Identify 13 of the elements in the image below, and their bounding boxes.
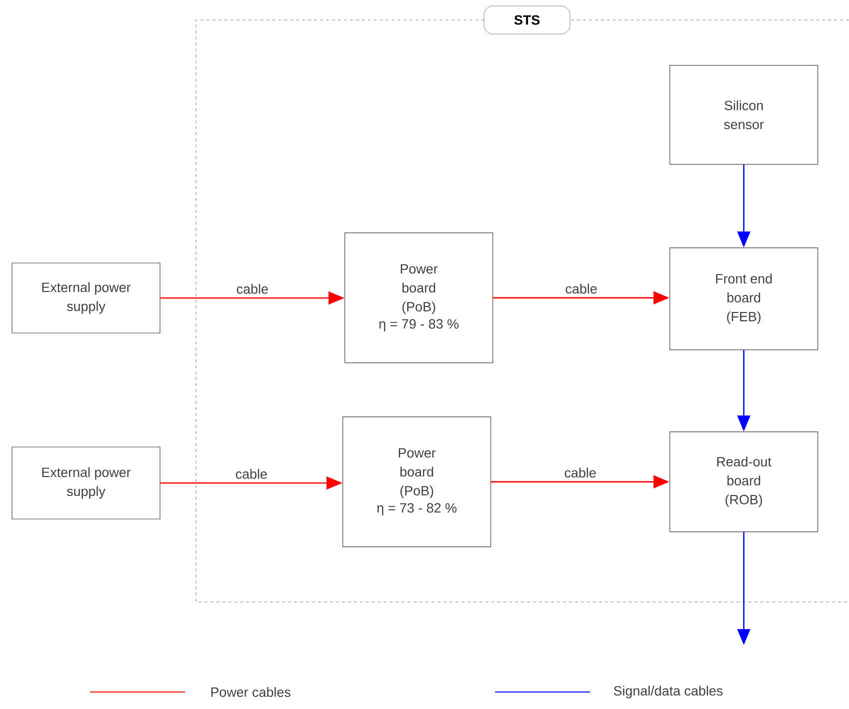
supply-box: External power supply (12, 262, 160, 334)
edge-label: cable (564, 282, 598, 295)
supply-box: External power supply (12, 446, 160, 520)
board-box: Front end board (FEB) (670, 248, 818, 350)
edge-label: cable (563, 466, 598, 479)
board-box: Read-out board (ROB) (670, 432, 818, 532)
edge-label: cable (234, 468, 268, 480)
legend-label: Signal/data cables (614, 686, 723, 698)
sensor-box: Silicon sensor (670, 65, 818, 165)
edge-label: cable (235, 282, 270, 295)
board-box: Power board (PoB) η = 79 - 83 % (344, 232, 494, 364)
legend-label: Power cables (211, 687, 290, 697)
board-box: Power board (PoB) η = 73 - 82 % (342, 416, 492, 548)
